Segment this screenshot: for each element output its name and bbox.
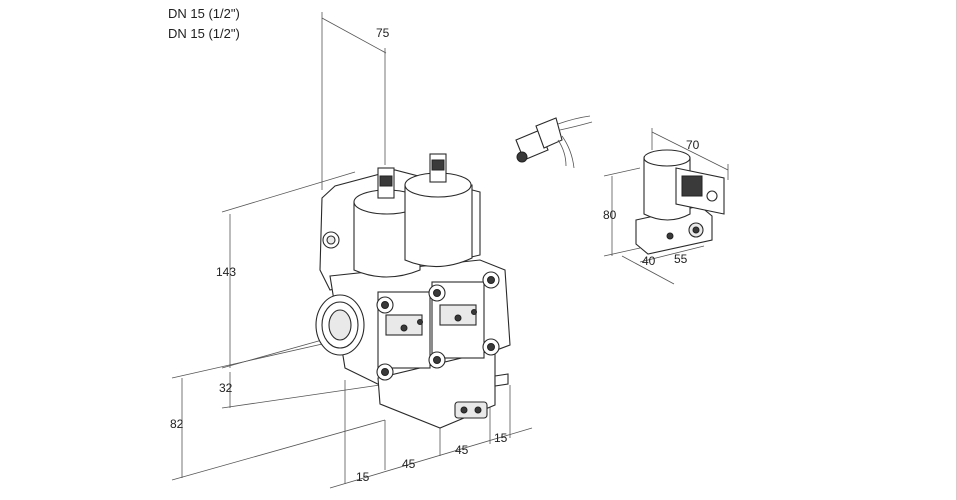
nominal-diameter-label-2: DN 15 (1/2") [168,26,240,41]
nominal-diameter-label: DN 15 (1/2") [168,6,240,21]
valve-assembly [315,153,511,429]
dim-bottom-mid-1: 45 [402,457,416,471]
dim-base-height: 82 [170,417,184,431]
bolts [376,271,500,381]
dim-total-height: 143 [216,265,237,279]
dim-bottom-right: 15 [494,431,508,445]
dim-port-offset: 32 [219,381,233,395]
dim-actuator-base-left: 40 [642,254,656,268]
dim-actuator-height: 80 [603,208,617,222]
dim-bottom-left: 15 [356,470,370,484]
connector-plug [515,115,593,169]
dim-bottom-mid-2: 45 [455,443,469,457]
dim-actuator-width: 70 [686,138,700,152]
dimension-lines [171,12,729,489]
dim-top-width: 75 [376,26,390,40]
dim-actuator-base-right: 55 [674,252,688,266]
actuator-view [635,149,725,255]
